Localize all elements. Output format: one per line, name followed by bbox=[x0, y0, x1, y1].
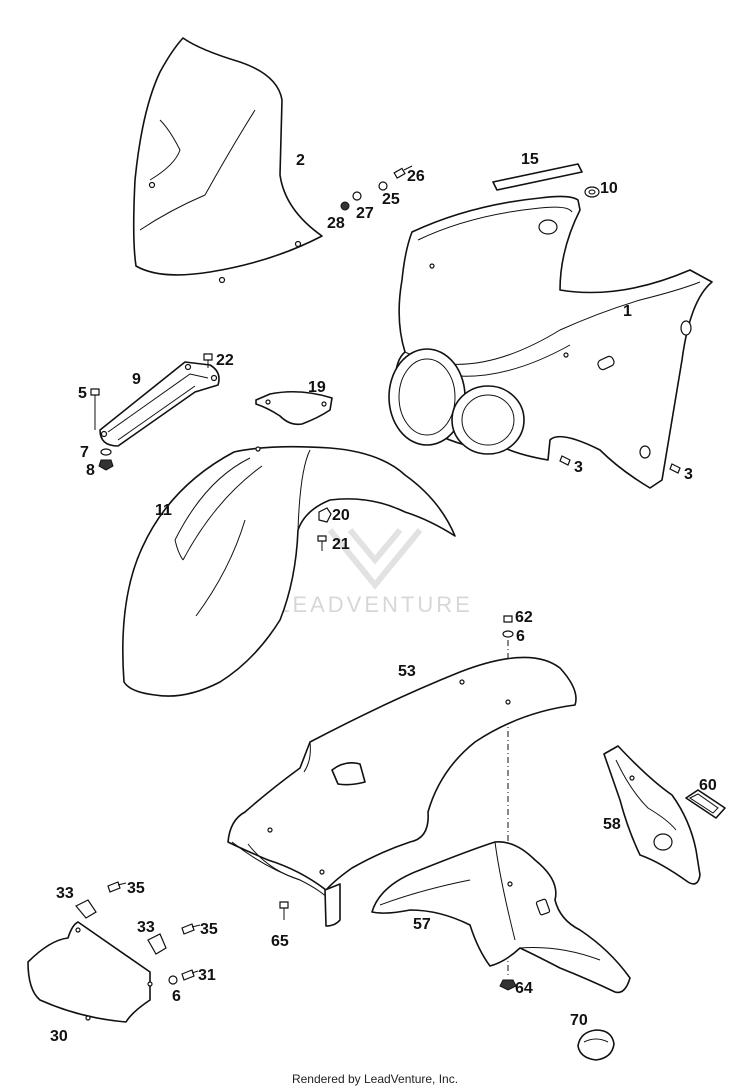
callout-22: 22 bbox=[216, 352, 234, 369]
callout-20: 20 bbox=[332, 507, 350, 524]
callout-11: 11 bbox=[155, 502, 172, 519]
callout-7: 7 bbox=[80, 444, 89, 461]
part-53-rear-fender[interactable] bbox=[227, 656, 577, 927]
parts-62-6-hardware[interactable] bbox=[502, 615, 514, 638]
part-19-plate[interactable] bbox=[255, 390, 333, 426]
callout-27: 27 bbox=[356, 205, 374, 222]
callout-6a: 6 bbox=[516, 628, 525, 645]
callout-35b: 35 bbox=[200, 921, 218, 938]
callout-31: 31 bbox=[198, 967, 216, 984]
callout-33a: 33 bbox=[56, 885, 74, 902]
callout-10: 10 bbox=[600, 180, 618, 197]
callout-1: 1 bbox=[623, 303, 632, 320]
part-15-strip[interactable] bbox=[492, 163, 583, 191]
callout-28: 28 bbox=[327, 215, 345, 232]
part-70-reflector[interactable] bbox=[577, 1029, 615, 1061]
part-11-front-fender[interactable] bbox=[122, 445, 456, 697]
callout-33b: 33 bbox=[137, 919, 155, 936]
callout-15: 15 bbox=[521, 151, 539, 168]
callout-58: 58 bbox=[603, 816, 621, 833]
callout-30: 30 bbox=[50, 1028, 68, 1045]
part-9-bracket[interactable] bbox=[90, 353, 220, 471]
callout-3b: 3 bbox=[684, 466, 693, 483]
part-58-plate-holder[interactable] bbox=[603, 745, 701, 885]
callout-3a: 3 bbox=[574, 459, 583, 476]
callout-8: 8 bbox=[86, 462, 95, 479]
callout-35a: 35 bbox=[127, 880, 145, 897]
part-1-fairing[interactable] bbox=[388, 195, 713, 489]
callout-5: 5 bbox=[78, 385, 87, 402]
callout-19: 19 bbox=[308, 379, 326, 396]
part-57-mudguard[interactable] bbox=[371, 841, 631, 994]
callout-9: 9 bbox=[132, 371, 141, 388]
callout-6b: 6 bbox=[172, 988, 181, 1005]
callout-57: 57 bbox=[413, 916, 431, 933]
part-60-lens[interactable] bbox=[685, 789, 726, 819]
parts-33-clips[interactable] bbox=[75, 899, 167, 955]
part-64-nut[interactable] bbox=[499, 979, 517, 991]
parts-20-21-hardware[interactable] bbox=[317, 507, 332, 551]
callout-64: 64 bbox=[515, 980, 533, 997]
callout-70: 70 bbox=[570, 1012, 588, 1029]
callout-60: 60 bbox=[699, 777, 717, 794]
hardware-25-28[interactable] bbox=[340, 165, 413, 211]
callout-65: 65 bbox=[271, 933, 289, 950]
callout-26: 26 bbox=[407, 168, 425, 185]
callout-25: 25 bbox=[382, 191, 400, 208]
callout-21: 21 bbox=[332, 536, 350, 553]
watermark-text: LEADVENTURE bbox=[277, 592, 473, 617]
callout-53: 53 bbox=[398, 663, 416, 680]
callouts: 2 15 26 10 25 27 28 1 22 9 19 5 7 8 3 3 … bbox=[50, 151, 717, 1045]
part-2-windshield[interactable] bbox=[132, 37, 323, 284]
callout-62: 62 bbox=[515, 609, 533, 626]
part-3-screws[interactable] bbox=[559, 455, 681, 474]
part-10-grommet[interactable] bbox=[584, 186, 600, 198]
part-65-bolt[interactable] bbox=[279, 901, 289, 920]
callout-2: 2 bbox=[296, 152, 305, 169]
parts-35-31-6-hardware[interactable] bbox=[107, 881, 201, 985]
part-30-number-plate[interactable] bbox=[27, 921, 153, 1023]
footer-credit: Rendered by LeadVenture, Inc. bbox=[291, 1072, 459, 1086]
